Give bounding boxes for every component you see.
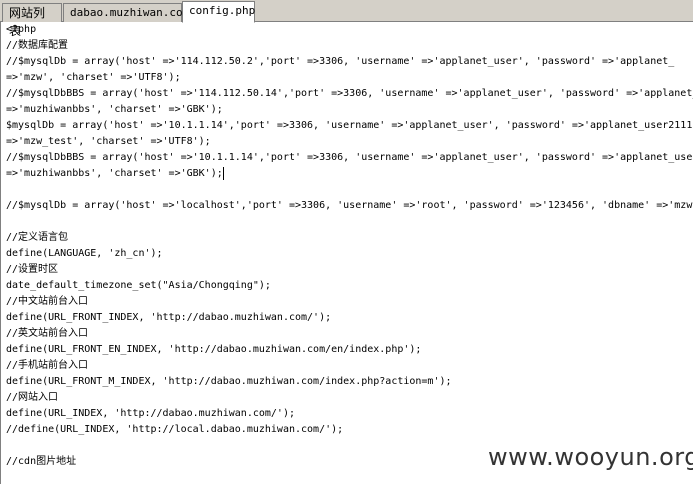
- code-line: define(LANGUAGE, 'zh_cn');: [6, 248, 163, 259]
- code-line: //$mysqlDbBBS = array('host' =>'10.1.1.1…: [6, 152, 693, 163]
- code-line: //中文站前台入口: [6, 296, 89, 307]
- code-line: define(URL_FRONT_INDEX, 'http://dabao.mu…: [6, 312, 332, 323]
- code-line: //手机站前台入口: [6, 360, 89, 371]
- code-line: =>'mzw', 'charset' =>'UTF8');: [6, 72, 181, 83]
- code-line: define(URL_FRONT_EN_INDEX, 'http://dabao…: [6, 344, 422, 355]
- code-line-with-caret: =>'muzhiwanbbs', 'charset' =>'GBK');: [6, 166, 224, 182]
- code-line-text: =>'muzhiwanbbs', 'charset' =>'GBK');: [6, 168, 223, 179]
- tab-site-list[interactable]: 网站列表: [2, 3, 62, 38]
- tab-config-php[interactable]: config.php: [182, 1, 255, 23]
- code-line: date_default_timezone_set("Asia/Chongqin…: [6, 280, 271, 291]
- code-line: //数据库配置: [6, 40, 69, 51]
- code-line: <?php: [6, 24, 37, 35]
- code-editor[interactable]: <?php //数据库配置 //$mysqlDb = array('host' …: [0, 22, 693, 484]
- code-line: //cdn图片地址: [6, 456, 77, 467]
- code-line: //英文站前台入口: [6, 328, 89, 339]
- code-line: =>'muzhiwanbbs', 'charset' =>'GBK');: [6, 104, 223, 115]
- code-line: define(URL_FRONT_M_INDEX, 'http://dabao.…: [6, 376, 452, 387]
- text-caret: [222, 166, 224, 180]
- code-line: //$mysqlDb = array('host' =>'114.112.50.…: [6, 56, 675, 67]
- tab-dabao-muzhiwan[interactable]: dabao.muzhiwan.com: [63, 3, 189, 22]
- code-line: $mysqlDb = array('host' =>'10.1.1.14','p…: [6, 120, 693, 131]
- code-line: //网站入口: [6, 392, 59, 403]
- tab-bar: 网站列表 dabao.muzhiwan.com config.php: [0, 0, 693, 38]
- watermark: www.wooyun.org: [488, 437, 693, 477]
- code-line: //define(URL_INDEX, 'http://local.dabao.…: [6, 424, 344, 435]
- code-line: //$mysqlDbBBS = array('host' =>'114.112.…: [6, 88, 693, 99]
- code-line: define(URL_INDEX, 'http://dabao.muzhiwan…: [6, 408, 295, 419]
- code-line: =>'mzw_test', 'charset' =>'UTF8');: [6, 136, 211, 147]
- code-line: //定义语言包: [6, 232, 69, 243]
- code-line: //$mysqlDb = array('host' =>'localhost',…: [6, 200, 693, 211]
- code-line: //设置时区: [6, 264, 59, 275]
